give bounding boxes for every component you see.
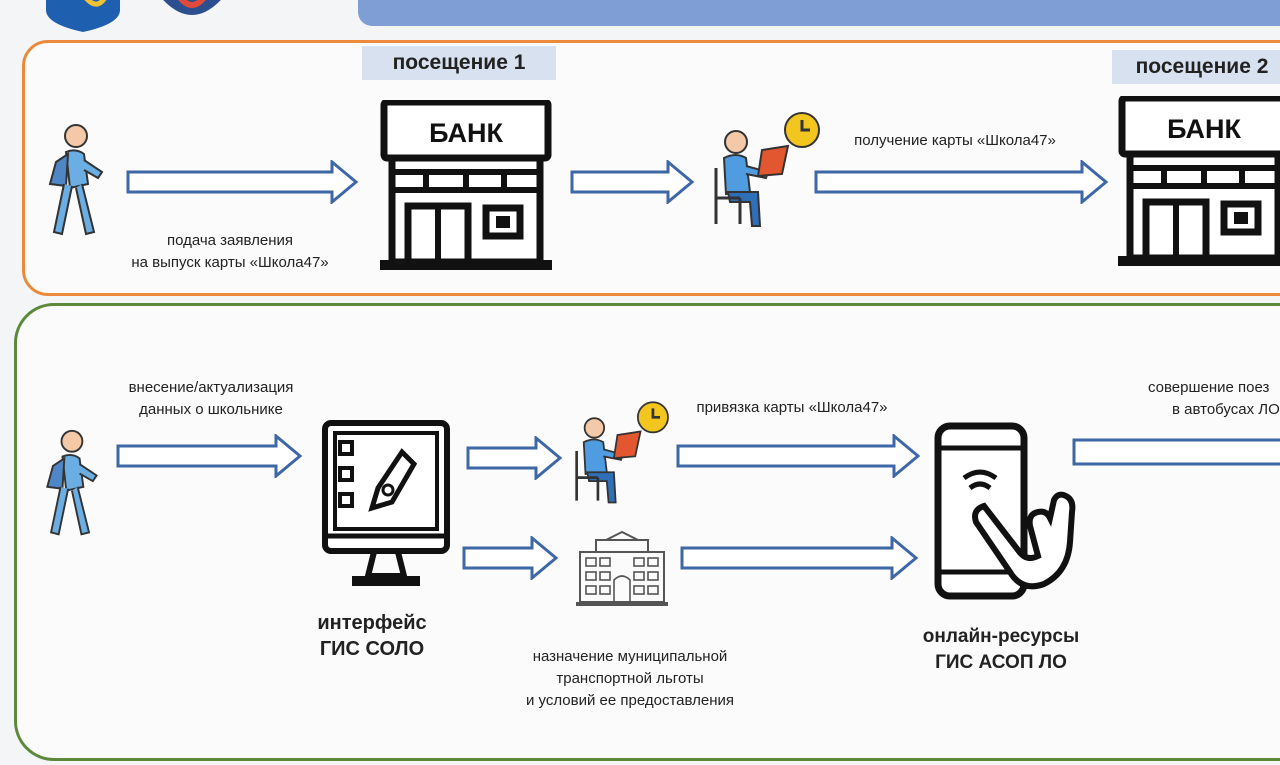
- bus-ride-caption: совершение поез в автобусах ЛО: [1148, 379, 1280, 418]
- bank-building-icon: [380, 100, 552, 270]
- apply-caption: подача заявления на выпуск карты «Школа4…: [131, 232, 329, 271]
- bank-label: БАНК: [429, 118, 503, 148]
- receive-card-caption: получение карты «Школа47»: [854, 132, 1056, 149]
- arrow-right-icon: [126, 160, 359, 204]
- bank-process-panel: [22, 40, 1280, 296]
- gis-asop-caption: онлайн-ресурсы ГИС АСОП ЛО: [922, 626, 1080, 673]
- monitor-design-icon: [322, 420, 450, 586]
- region-emblem-icon: [46, 0, 120, 32]
- arrow-right-icon: [680, 536, 919, 580]
- organization-logo-icon: [163, 0, 221, 15]
- visit-2-label: посещение 2: [1112, 50, 1280, 84]
- arrow-right-icon: [570, 160, 695, 204]
- gis-solo-caption: интерфейс ГИС СОЛО: [317, 612, 427, 660]
- smartphone-tap-icon: [934, 422, 1076, 600]
- header-bar: [358, 0, 1280, 26]
- arrow-right-icon: [676, 434, 921, 478]
- update-data-caption: внесение/актуализация данных о школьнике: [128, 379, 294, 418]
- arrow-right-icon: [814, 160, 1109, 204]
- bank-building-icon: [1118, 96, 1280, 266]
- walking-student-icon: [48, 124, 104, 236]
- municipal-building-icon: [576, 530, 668, 606]
- arrow-right-icon: [116, 434, 303, 478]
- worker-at-laptop-icon: [714, 112, 820, 227]
- worker-at-laptop-icon: [575, 401, 669, 504]
- arrow-right-icon: [462, 536, 559, 580]
- walking-student-icon: [46, 429, 98, 536]
- visit-1-label: посещение 1: [362, 46, 556, 80]
- arrow-right-icon: [1072, 438, 1280, 466]
- bank-label: БАНК: [1167, 114, 1241, 144]
- bind-card-caption: привязка карты «Школа47»: [696, 399, 888, 416]
- transport-benefit-caption: назначение муниципальной транспортной ль…: [525, 648, 734, 709]
- arrow-right-icon: [466, 436, 563, 480]
